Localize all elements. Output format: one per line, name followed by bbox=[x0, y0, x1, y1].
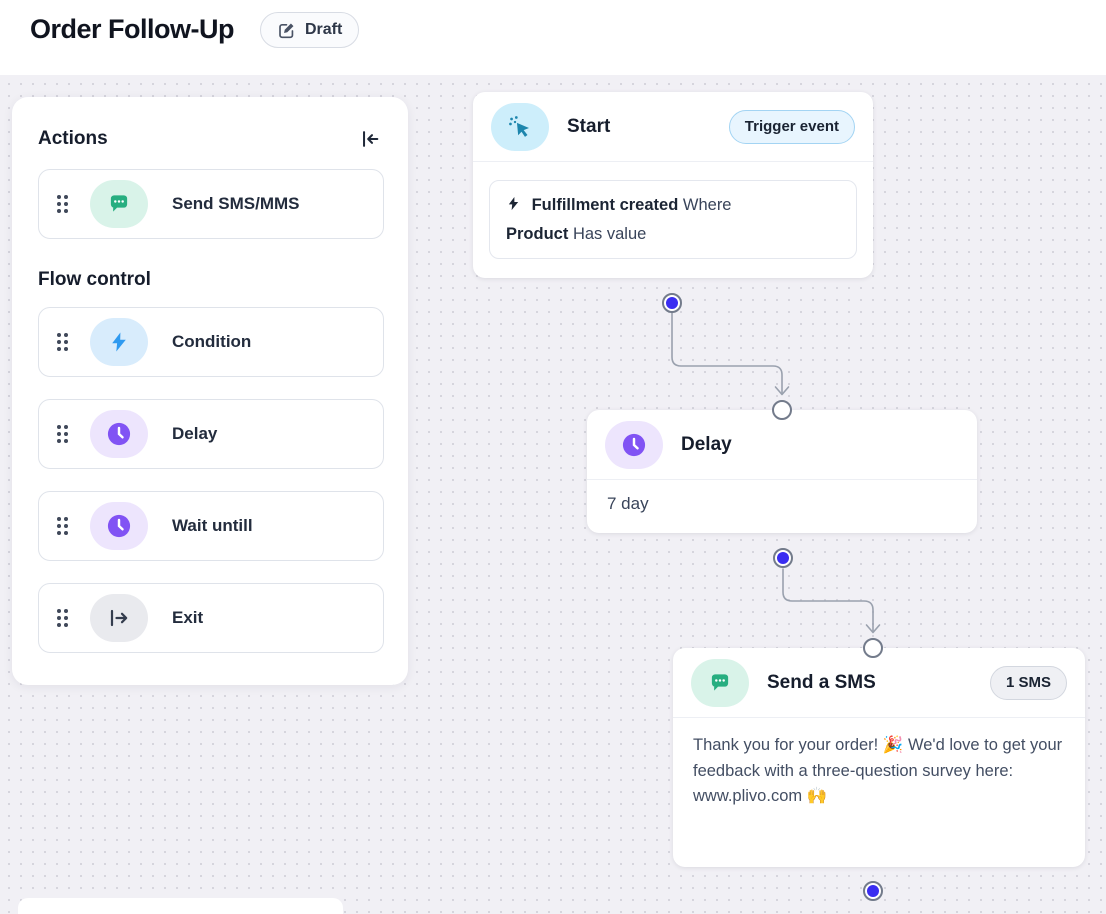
edge-start-to-delay-arrowhead bbox=[774, 386, 790, 396]
delay-duration-value: 7 day bbox=[607, 494, 649, 513]
edit-icon bbox=[277, 21, 296, 40]
node-start[interactable]: Start Trigger event Fulfillment created … bbox=[473, 92, 873, 278]
action-item-label: Condition bbox=[172, 332, 252, 351]
action-item-label: Send SMS/MMS bbox=[172, 194, 300, 213]
page-title: Order Follow-Up bbox=[30, 14, 235, 44]
node-delay-title: Delay bbox=[681, 433, 732, 455]
chat-bubble-icon bbox=[90, 180, 148, 228]
cursor-click-icon bbox=[491, 102, 549, 151]
node-start-title: Start bbox=[567, 115, 611, 137]
actions-panel: Actions Send SMS/MMS Flow control bbox=[12, 97, 408, 685]
drag-handle-icon[interactable] bbox=[57, 517, 68, 535]
lightning-bolt-icon bbox=[506, 194, 521, 221]
edge-start-to-delay bbox=[671, 304, 783, 394]
trigger-event-badge: Trigger event bbox=[728, 109, 855, 144]
lightning-icon bbox=[90, 318, 148, 366]
sms-target-handle[interactable] bbox=[863, 638, 883, 658]
drag-handle-icon[interactable] bbox=[57, 609, 68, 627]
node-delay-header: Delay bbox=[587, 410, 977, 480]
draft-status-badge[interactable]: Draft bbox=[260, 12, 360, 48]
action-item-label: Exit bbox=[172, 608, 204, 627]
edge-delay-to-sms bbox=[782, 568, 874, 632]
delay-target-handle[interactable] bbox=[772, 400, 792, 420]
trigger-event-name: Fulfillment created bbox=[531, 196, 679, 214]
clock-icon bbox=[90, 410, 148, 458]
action-item-condition[interactable]: Condition bbox=[38, 307, 384, 377]
action-item-send-sms-mms[interactable]: Send SMS/MMS bbox=[38, 169, 384, 239]
collapse-panel-icon[interactable] bbox=[356, 125, 384, 153]
action-item-wait-untill[interactable]: Wait untill bbox=[38, 491, 384, 561]
action-item-exit[interactable]: Exit bbox=[38, 583, 384, 653]
flow-control-section-label: Flow control bbox=[38, 269, 151, 290]
delay-source-handle[interactable] bbox=[773, 548, 793, 568]
draft-status-label: Draft bbox=[305, 21, 343, 38]
clock-icon bbox=[90, 502, 148, 550]
trigger-field-name: Product bbox=[506, 224, 569, 243]
flow-canvas[interactable]: Actions Send SMS/MMS Flow control bbox=[0, 75, 1106, 914]
sms-source-handle[interactable] bbox=[863, 881, 883, 901]
drag-handle-icon[interactable] bbox=[57, 195, 68, 213]
action-item-label: Wait untill bbox=[172, 516, 253, 535]
exit-arrow-icon bbox=[90, 594, 148, 642]
sms-message-text: Thank you for your order! 🎉 We'd love to… bbox=[693, 736, 1063, 806]
trigger-rule-card: Fulfillment created Where Product Has va… bbox=[489, 180, 857, 260]
page-header: Order Follow-Up Draft bbox=[0, 0, 1106, 75]
action-item-label: Delay bbox=[172, 424, 218, 443]
node-send-sms-header: Send a SMS 1 SMS bbox=[673, 648, 1085, 718]
node-send-sms-title: Send a SMS bbox=[767, 671, 876, 693]
sms-count-badge: 1 SMS bbox=[989, 665, 1067, 700]
actions-panel-title: Actions bbox=[38, 128, 108, 149]
bottom-panel-edge bbox=[18, 898, 343, 914]
node-delay[interactable]: Delay 7 day bbox=[587, 410, 977, 533]
start-source-handle[interactable] bbox=[662, 293, 682, 313]
node-send-sms[interactable]: Send a SMS 1 SMS Thank you for your orde… bbox=[673, 648, 1085, 867]
clock-icon bbox=[605, 420, 663, 469]
actions-panel-header: Actions bbox=[38, 125, 384, 153]
drag-handle-icon[interactable] bbox=[57, 425, 68, 443]
chat-bubble-icon bbox=[691, 658, 749, 707]
action-item-delay[interactable]: Delay bbox=[38, 399, 384, 469]
edge-delay-to-sms-arrowhead bbox=[865, 624, 881, 634]
drag-handle-icon[interactable] bbox=[57, 333, 68, 351]
node-start-header: Start Trigger event bbox=[473, 92, 873, 162]
trigger-where-label: Where bbox=[682, 196, 732, 214]
trigger-operator: Has value bbox=[572, 224, 647, 243]
